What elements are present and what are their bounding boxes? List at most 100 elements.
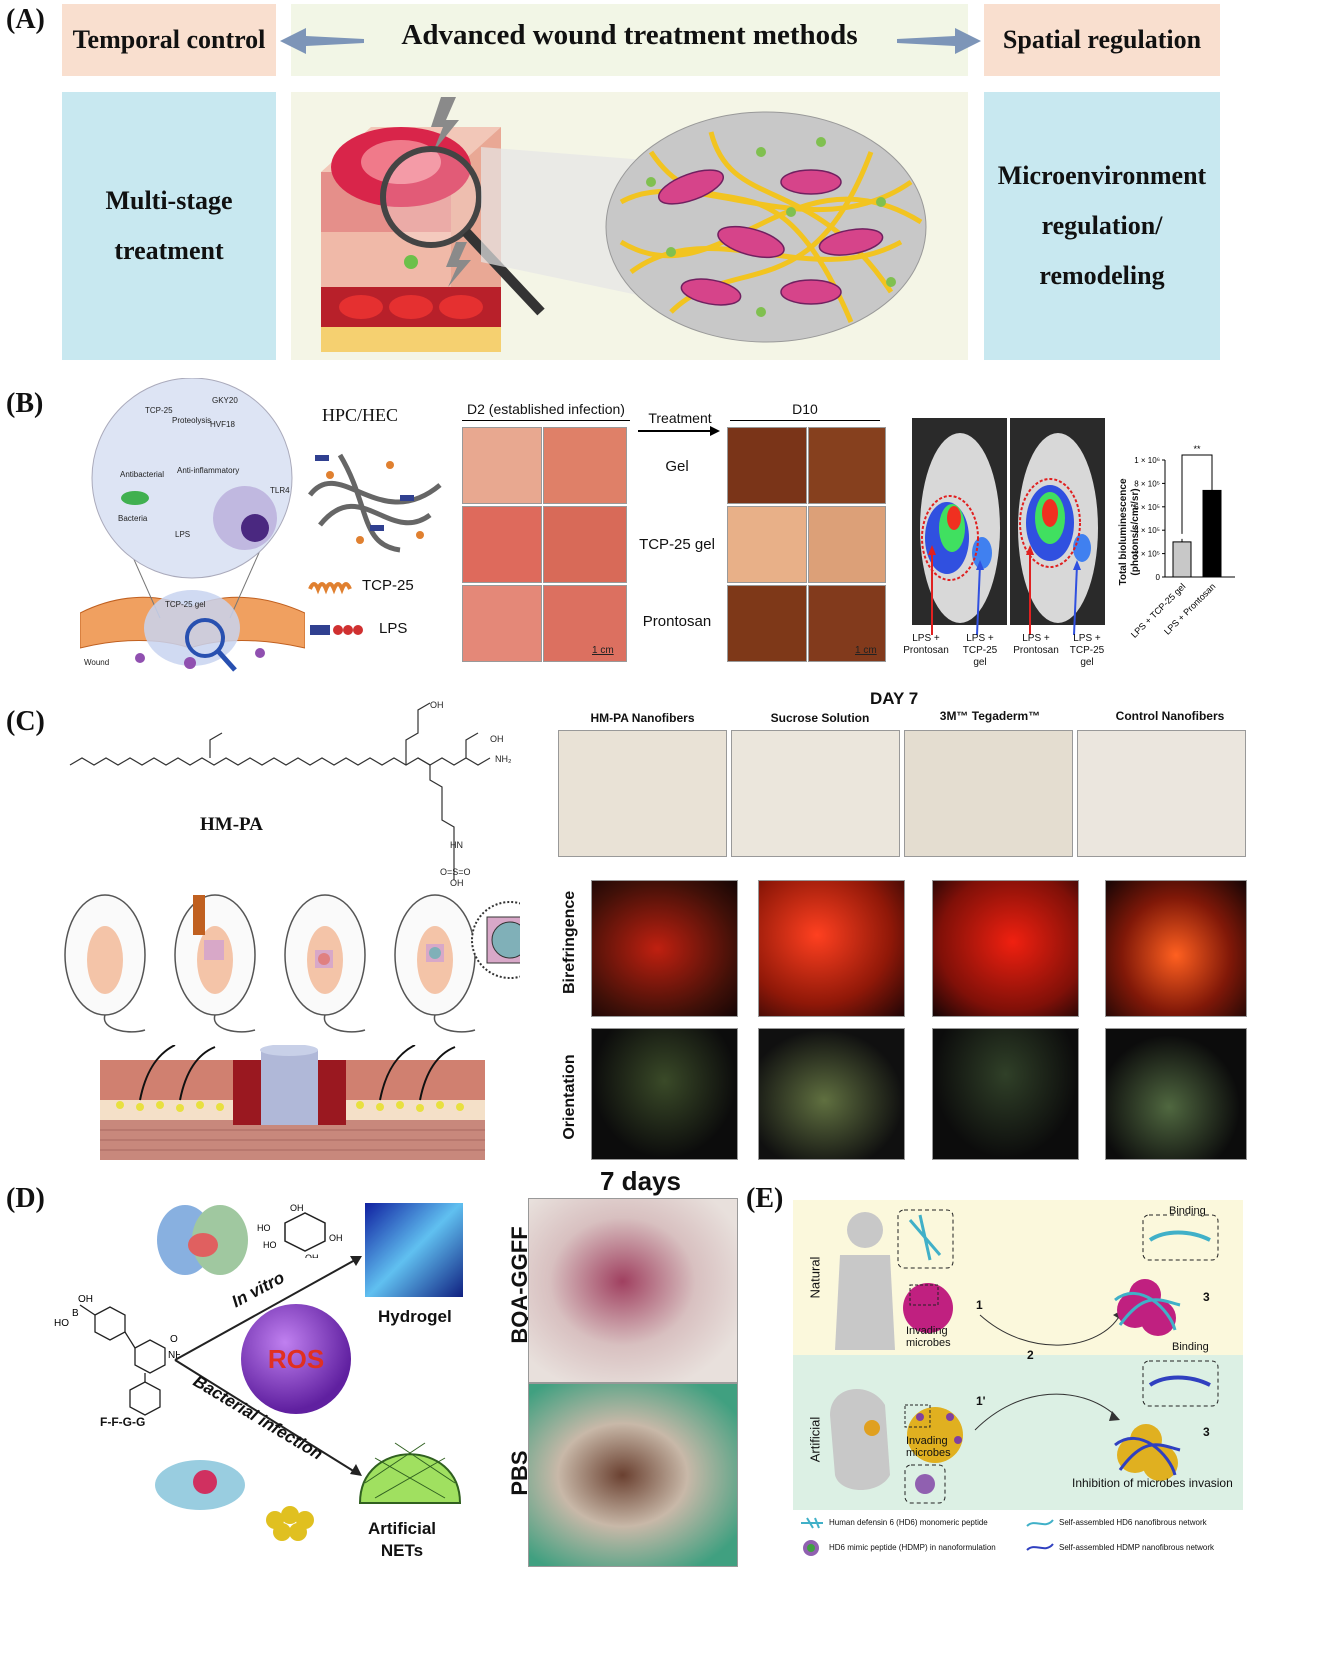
chart-tick-label: 1 × 10⁶ (1134, 456, 1160, 465)
lps-small-label: LPS (175, 530, 191, 539)
d2-underline (462, 420, 630, 421)
imaging-arrows-icon (928, 545, 1081, 635)
natural-pathway-illustration (835, 1209, 1219, 1350)
d10-photo-2 (808, 427, 886, 504)
svg-text:OH: OH (329, 1233, 343, 1243)
row-prontosan-label: Prontosan (642, 613, 712, 630)
orient-4 (1105, 1028, 1247, 1160)
chart-tick-label: 6 × 10⁵ (1134, 503, 1160, 512)
right-arrow-icon (897, 28, 981, 54)
chart-tick-label: 4 × 10⁵ (1134, 526, 1160, 535)
histology-1 (558, 730, 727, 857)
micro-line1: Microenvironment (997, 161, 1207, 190)
col-sucrose-label: Sucrose Solution (770, 711, 870, 725)
invading-2-l1: Invading (906, 1435, 948, 1447)
gky20-label: GKY20 (212, 396, 238, 405)
svg-text:OH: OH (490, 734, 504, 744)
d2-scale-label: 1 cm (592, 645, 614, 656)
d2-photo-4 (543, 506, 627, 583)
imaging-label-3-l2: Prontosan (1013, 645, 1059, 656)
svg-text:O=S=O: O=S=O (440, 867, 471, 877)
artificial-pathway-illustration (830, 1360, 1219, 1504)
svg-text:HO: HO (54, 1318, 69, 1329)
chart-ylabel: Total bioluminescence (photons/s/cm²/sr) (1118, 467, 1142, 597)
d2-photo-5 (462, 585, 542, 662)
svg-text:HO: HO (263, 1240, 277, 1250)
chart-tick-label: 8 × 10⁵ (1134, 479, 1160, 488)
svg-text:NH: NH (168, 1350, 180, 1361)
step-3-label-bottom: 3 (1203, 1425, 1210, 1439)
micro-line2: regulation/ (1041, 211, 1163, 240)
tcp25-legend-label: TCP-25 (362, 577, 414, 594)
nets-line2: NETs (380, 1541, 424, 1560)
step-1-label: 1 (976, 1298, 983, 1312)
row-tcp25gel-label: TCP-25 gel (639, 536, 715, 553)
lps-legend-icon (310, 625, 363, 635)
enzyme-structure-icon (157, 1205, 248, 1275)
tcp25-small-label: TCP-25 (145, 406, 173, 415)
imaging-label-3-l1: LPS + (1022, 633, 1050, 644)
panel-e-legend: Human defensin 6 (HD6) monomeric peptide… (795, 1514, 1245, 1559)
d2-photo-2 (543, 427, 627, 504)
wound-illustration-svg (321, 97, 927, 352)
multi-stage-line2: treatment (114, 236, 224, 265)
row-orientation-label: Orientation (561, 1054, 578, 1140)
svg-text:OH: OH (450, 878, 464, 888)
svg-text:HN: HN (450, 840, 463, 850)
svg-text:OH: OH (305, 1253, 319, 1258)
lps-legend-label: LPS (379, 620, 408, 637)
ros-sphere: ROS (241, 1304, 351, 1414)
tlr4-label: TLR4 (270, 486, 290, 495)
legend-hd6-monomer: Human defensin 6 (HD6) monomeric peptide (829, 1518, 988, 1527)
wound-illustration (291, 92, 968, 360)
d10-photo-6 (808, 585, 886, 662)
hm-pa-label: HM-PA (200, 814, 263, 835)
spatial-regulation-header: Spatial regulation (984, 4, 1220, 76)
svg-text:OH: OH (290, 1203, 304, 1213)
d10-label: D10 (792, 401, 818, 417)
orient-1 (591, 1028, 738, 1160)
step-2-label: 2 (1027, 1348, 1034, 1362)
imaging-label-2-l1: LPS + (966, 633, 994, 644)
artificial-nets-icon (358, 1442, 462, 1504)
panel-e-label: (E) (746, 1183, 784, 1214)
imaging-label-3: LPS +Prontosan (1006, 633, 1066, 657)
d10-scale-label: 1 cm (855, 645, 877, 656)
wound-photo-bqa (528, 1198, 738, 1383)
hvf18-label: HVF18 (210, 420, 235, 429)
ros-label: ROS (267, 1343, 325, 1374)
imaging-label-2-l2: TCP-25 (962, 645, 998, 656)
orient-2 (758, 1028, 905, 1160)
svg-text:O: O (170, 1334, 178, 1345)
tcp25-legend-icon (308, 582, 352, 595)
peptide-label: F-F-G-G (100, 1415, 146, 1429)
d2-photo-1 (462, 427, 542, 504)
polymer-network-icon (308, 453, 442, 553)
histology-4 (1077, 730, 1246, 857)
proteolysis-label: Proteolysis (172, 416, 212, 425)
nets-line1: Artificial (368, 1519, 437, 1538)
imaging-svg-2 (1018, 433, 1098, 623)
panel-c-label: (C) (6, 706, 45, 737)
step-1prime-label: 1' (976, 1394, 986, 1408)
hd6-monomer-icon (801, 1517, 823, 1529)
treatment-label: Treatment (648, 410, 712, 426)
d10-photo-5 (727, 585, 807, 662)
hdmp-nano-icon (803, 1540, 819, 1556)
hpc-hec-label: HPC/HEC (322, 405, 399, 425)
invading-1-l2: microbes (906, 1337, 951, 1349)
left-arrow-icon (280, 28, 364, 54)
row-gel-label: Gel (665, 458, 689, 475)
chart-category-label: LPS + Prontosan (1162, 581, 1217, 636)
chart-tick-label: 2 × 10⁵ (1134, 550, 1160, 559)
imaging-panel-2 (1010, 418, 1105, 625)
mechanism-svg (79, 377, 306, 672)
temporal-control-text: Temporal control (72, 25, 266, 54)
imaging-label-4-l2: TCP-25 (1069, 645, 1105, 656)
d2-photo-3 (462, 506, 542, 583)
binding-label-1: Binding (1169, 1205, 1206, 1217)
